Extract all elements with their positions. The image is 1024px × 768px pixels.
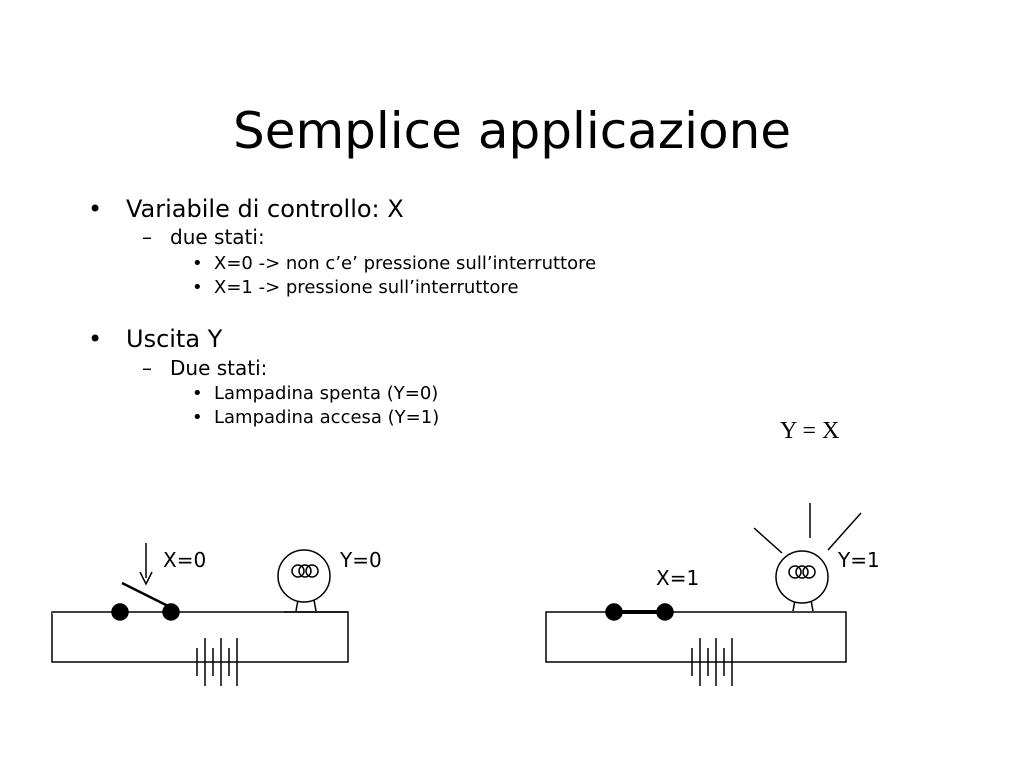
- item-lamp-on: Lampadina accesa (Y=1): [214, 407, 440, 428]
- circuit-closed: [545, 503, 862, 686]
- item-x0: X=0 -> non c’e’ pressione sull’interrutt…: [214, 253, 597, 274]
- dash-marker: –: [142, 356, 152, 380]
- circuit-open: [51, 543, 349, 686]
- formula: Y = X: [780, 418, 840, 444]
- slide-title: Semplice applicazione: [232, 102, 792, 160]
- lamp-off-icon: [277, 549, 331, 612]
- heading-output: Uscita Y: [126, 325, 223, 353]
- item-marker: •: [192, 277, 203, 298]
- press-arrow-icon: [139, 543, 153, 586]
- heading-control-variable: Variabile di controllo: X: [126, 195, 404, 223]
- dash-marker: –: [142, 225, 152, 249]
- bullet-marker: •: [88, 195, 103, 223]
- circuit-wire: [545, 611, 847, 663]
- switch-open-icon: [111, 581, 180, 621]
- label-x1: X=1: [656, 566, 699, 590]
- item-marker: •: [192, 407, 203, 428]
- label-y0: Y=0: [339, 548, 382, 572]
- item-lamp-off: Lampadina spenta (Y=0): [214, 383, 439, 404]
- light-rays-icon: [753, 503, 862, 554]
- label-y1: Y=1: [837, 548, 880, 572]
- bullet-marker: •: [88, 325, 103, 353]
- item-marker: •: [192, 383, 203, 404]
- battery-icon: [196, 638, 238, 686]
- item-x1: X=1 -> pressione sull’interruttore: [214, 277, 519, 298]
- switch-closed-icon: [605, 603, 674, 621]
- subheading-states: due stati:: [170, 225, 265, 249]
- subheading-states: Due stati:: [170, 356, 268, 380]
- battery-icon: [691, 638, 733, 686]
- circuit-wire: [51, 611, 349, 663]
- label-x0: X=0: [163, 548, 206, 572]
- item-marker: •: [192, 253, 203, 274]
- lamp-on-icon: [775, 550, 829, 612]
